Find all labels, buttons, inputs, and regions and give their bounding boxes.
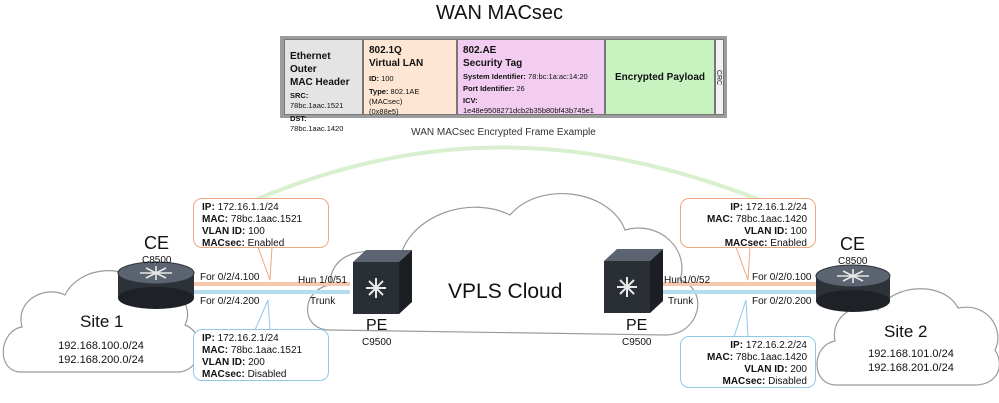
right-trunk-label: Trunk xyxy=(668,296,694,307)
outer-header-title-1: Ethernet Outer xyxy=(290,51,331,75)
site-2-cloud-shape xyxy=(816,288,999,386)
pe-right-model: C9500 xyxy=(622,337,652,348)
left-if-vlan200: For 0/2/4.200 xyxy=(200,296,260,307)
ce-router-right-icon xyxy=(815,264,891,312)
ce-router-left-icon xyxy=(117,261,195,309)
left-vlan100-info: IP: 172.16.1.1/24 MAC: 78bc.1aac.1521 VL… xyxy=(193,198,329,249)
pe-right-interface: Hun1/0/52 xyxy=(664,275,711,286)
pe-switch-right-icon xyxy=(604,249,663,313)
frame-encrypted-payload: Encrypted Payload xyxy=(605,39,715,115)
callout-pointer-right-bottom xyxy=(733,299,749,338)
site-2-label: Site 2 xyxy=(884,322,928,341)
left-trunk-label: Trunk xyxy=(310,296,336,307)
right-if-vlan100: For 0/2/0.100 xyxy=(752,272,812,283)
vlan-tag-type: Type: 802.1AE (MACsec) xyxy=(369,87,420,106)
right-vlan200-info: IP: 172.16.2.2/24 MAC: 78bc.1aac.1420 VL… xyxy=(680,336,816,388)
ce-left-label: CE xyxy=(144,233,170,253)
site-1-subnets: 192.168.100.0/24 192.168.200.0/24 xyxy=(58,340,144,366)
ce-right-label: CE xyxy=(840,234,866,254)
pe-switch-left-icon xyxy=(353,250,412,314)
vlan-tag-type-hex: (0x88e5) xyxy=(369,107,399,116)
ce-right-model: C8500 xyxy=(838,256,868,267)
pe-right-label: PE xyxy=(626,317,648,334)
macsec-tunnel-arc xyxy=(254,145,761,202)
security-tag-system-id: System Identifier: 78:bc:1a:ac:14:20 xyxy=(463,72,588,81)
security-tag-icv: ICV: 1e48e9508271dcb2b35b80bf43b745e1 xyxy=(463,96,594,115)
right-if-vlan200: For 0/2/0.200 xyxy=(752,296,812,307)
site-2-subnets: 192.168.101.0/24 192.168.201.0/24 xyxy=(868,348,954,374)
frame-crc: CRC xyxy=(715,39,724,115)
ce-left-model: C8500 xyxy=(142,255,172,266)
outer-header-title-2: MAC Header xyxy=(290,77,350,88)
left-if-vlan100: For 0/2/4.100 xyxy=(200,272,260,283)
vlan-tag-subtitle: Virtual LAN xyxy=(369,58,424,69)
vlan-tag-title: 802.1Q xyxy=(369,45,402,56)
right-vlan100-info: IP: 172.16.1.2/24 MAC: 78bc.1aac.1420 VL… xyxy=(680,198,816,249)
callout-pointer-left-top xyxy=(257,246,273,281)
vpls-cloud-label: VPLS Cloud xyxy=(448,280,563,303)
pe-left-label: PE xyxy=(366,317,388,334)
security-tag-title: 802.AE xyxy=(463,45,497,56)
frame-caption: WAN MACsec Encrypted Frame Example xyxy=(411,127,596,138)
payload-label: Encrypted Payload xyxy=(614,71,706,83)
security-tag-port-id: Port Identifier: 26 xyxy=(463,84,525,93)
frame-security-tag: 802.AE Security Tag System Identifier: 7… xyxy=(457,39,605,115)
diagram-title: WAN MACsec xyxy=(435,2,564,24)
crc-label: CRC xyxy=(715,69,723,86)
pe-left-interface: Hun 1/0/51 xyxy=(298,275,347,286)
left-vlan200-info: IP: 172.16.2.1/24 MAC: 78bc.1aac.1521 VL… xyxy=(193,329,329,381)
site-1-label: Site 1 xyxy=(80,312,124,331)
frame-outer-header: Ethernet Outer MAC Header SRC: 78bc.1aac… xyxy=(284,39,363,133)
outer-dst: DST: 78bc.1aac.1420 xyxy=(290,114,344,133)
pe-left-model: C9500 xyxy=(362,337,392,348)
frame-vlan-tag: 802.1Q Virtual LAN ID: 100 Type: 802.1AE… xyxy=(363,39,457,116)
macsec-frame: Ethernet Outer MAC Header SRC: 78bc.1aac… xyxy=(280,36,727,133)
callout-pointer-right-top xyxy=(735,246,751,281)
vlan-tag-id: ID: 100 xyxy=(369,74,394,83)
outer-src: SRC: 78bc.1aac.1521 xyxy=(290,91,344,110)
security-tag-subtitle: Security Tag xyxy=(463,58,523,69)
